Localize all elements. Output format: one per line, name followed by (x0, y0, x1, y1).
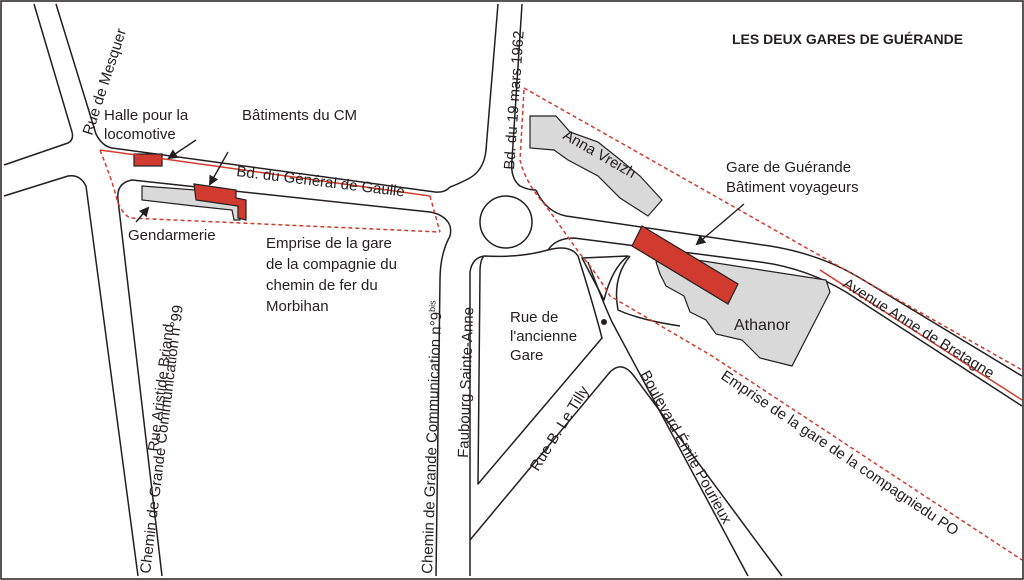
road-label-le-tilly: Rue B. Le Tilly (527, 383, 593, 474)
label-batiments-cm: Bâtiments du CM (242, 107, 357, 124)
label-emprise-morbihan-line2: de la compagnie du (266, 256, 397, 273)
road-edge-west-right (55, 3, 451, 193)
label-emprise-morbihan: Emprise de la gare de la compagnie du ch… (266, 235, 401, 315)
label-emprise-po: Emprise de la gare de la compagniedu PO (718, 367, 962, 539)
boundary-po-avenue (819, 269, 1023, 401)
road-edge-north-left (449, 3, 499, 188)
label-gare-guerande: Gare de Guérande Bâtiment voyageurs (726, 159, 859, 196)
road-edge-tilly (469, 366, 783, 577)
island-triangle (581, 255, 629, 301)
road-edge-pourieux (587, 261, 749, 577)
road-edge-south-left (435, 221, 452, 577)
boundary-morbihan-top (99, 149, 431, 197)
building-anna-vreizh (529, 115, 663, 217)
label-athanor: Athanor (734, 317, 791, 334)
boundary-morbihan-east (429, 195, 441, 233)
boundary-morbihan-west (99, 149, 441, 233)
boundary-po-south (519, 89, 1023, 561)
label-ancienne-gare: Rue de l'ancienne Gare (510, 309, 581, 364)
road-edge-west-left-lower (3, 174, 139, 577)
red-buildings (133, 153, 739, 305)
label-gare-line2: Bâtiment voyageurs (726, 179, 859, 196)
road-edge-anne-bottom (547, 237, 1023, 407)
road-edge-west-right-lower (117, 179, 449, 577)
label-halle-locomotive: Halle pour la locomotive (104, 107, 192, 143)
map-title: LES DEUX GARES DE GUÉRANDE (732, 31, 963, 47)
arrow-icon (167, 139, 197, 160)
road-label-cgc9bis-sup: bis (427, 300, 437, 312)
arrow-icon (209, 151, 229, 186)
road-label-faubourg: Faubourg Sainte-Anne (455, 307, 477, 458)
label-ancienne-gare-line1: Rue de (510, 309, 558, 326)
road-label-general-de-gaulle: Bd. du Général de Gaulle (236, 163, 406, 201)
road-label-pourieux: Boulevard Émile Pourieux (637, 368, 736, 528)
label-ancienne-gare-line2: l'ancienne (510, 328, 577, 345)
label-halle-line2: locomotive (104, 126, 176, 143)
pointer-arrows (135, 139, 745, 246)
label-ancienne-gare-line3: Gare (510, 347, 543, 364)
arrow-icon (695, 203, 745, 246)
island-athanor-edge (615, 255, 681, 327)
point-marker-icon (601, 319, 607, 325)
road-edge-south-right (469, 255, 485, 576)
label-halle-line1: Halle pour la (104, 107, 189, 124)
arrow-icon (135, 206, 150, 223)
building-cm (193, 183, 247, 221)
label-gare-line1: Gare de Guérande (726, 159, 851, 176)
road-edge-north-right (510, 3, 537, 191)
building-gare-voyageurs (631, 225, 739, 305)
road-label-cgc9bis-main: Chemin de Grande Communication n°9 (419, 312, 445, 574)
boundary-po-north (523, 87, 1023, 371)
block-faubourg (477, 247, 603, 485)
road-label-cgc9bis: Chemin de Grande Communication n°9bis (418, 300, 446, 574)
road-edge-west-left (3, 3, 74, 166)
railway-boundaries (99, 87, 1023, 561)
label-emprise-morbihan-line1: Emprise de la gare (266, 235, 392, 252)
label-emprise-morbihan-line4: Morbihan (266, 298, 329, 315)
road-label-anne-de-bretagne: Avenue Anne de Bretagne (840, 275, 997, 382)
label-gendarmerie: Gendarmerie (128, 227, 216, 244)
roundabout-island (479, 195, 533, 249)
label-emprise-morbihan-line3: chemin de fer du (266, 277, 378, 294)
